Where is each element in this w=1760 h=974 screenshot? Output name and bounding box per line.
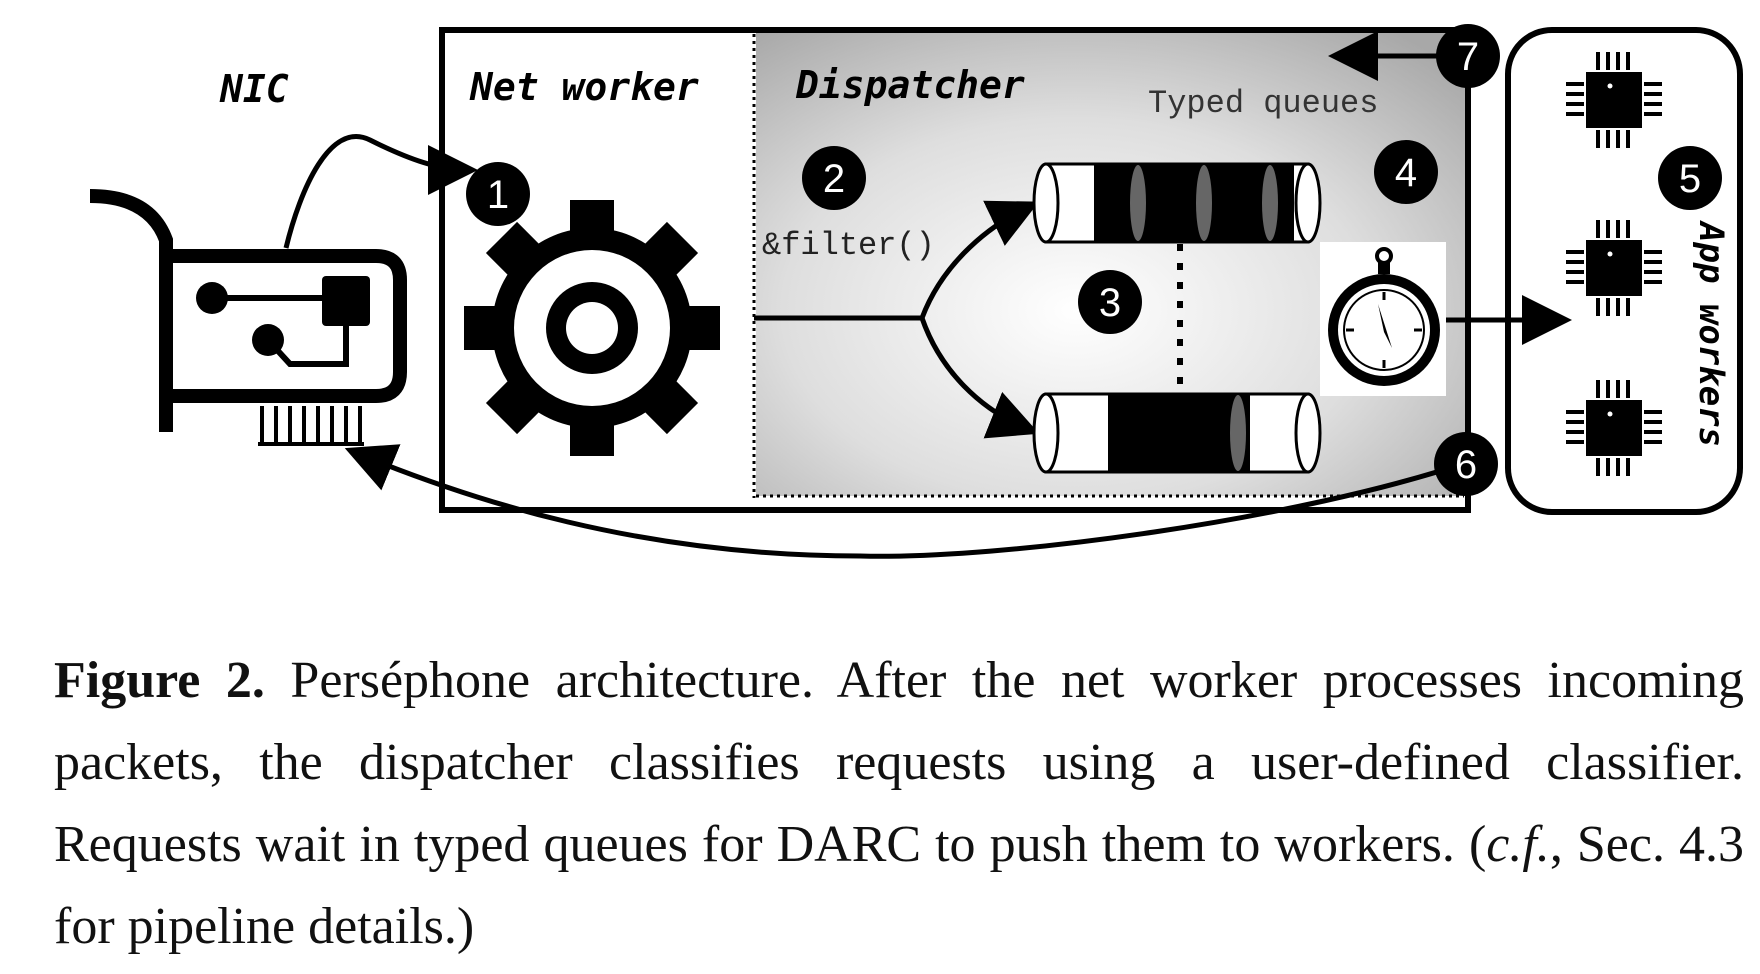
architecture-diagram: NIC Net worker Dispatcher Typed queues &… — [89, 24, 1743, 559]
step-badge-4: 4 — [1374, 140, 1438, 204]
svg-text:2: 2 — [823, 157, 845, 201]
svg-text:7: 7 — [1457, 35, 1479, 79]
caption-text-main: Perséphone architecture. After the net w… — [54, 652, 1744, 873]
app-workers-label: App workers — [1691, 220, 1731, 447]
typed-queue-top — [1032, 162, 1322, 244]
caption-text-cf: c.f. — [1486, 816, 1550, 873]
typed-queue-bottom — [1032, 392, 1322, 474]
svg-text:4: 4 — [1395, 151, 1417, 195]
nic-chip-block — [322, 276, 370, 326]
step-badge-3: 3 — [1078, 270, 1142, 334]
arrow-to-queue-top — [919, 200, 1040, 319]
typed-queues-label: Typed queues — [1148, 85, 1378, 122]
filter-label: &filter() — [762, 227, 935, 264]
stopwatch-icon — [1320, 242, 1446, 396]
figure-label: Figure 2. — [54, 652, 265, 709]
step-badge-6: 6 — [1434, 432, 1498, 496]
nic-label: NIC — [219, 67, 289, 111]
dispatcher-label: Dispatcher — [795, 63, 1025, 107]
figure-caption: Figure 2. Perséphone architecture. After… — [54, 640, 1744, 968]
step-badge-7: 7 — [1436, 24, 1500, 88]
caption-text-end: , Sec. 4.3 for pipeline details.) — [54, 816, 1744, 955]
server-box — [439, 27, 1471, 513]
net-worker-label: Net worker — [469, 65, 699, 109]
svg-text:6: 6 — [1455, 443, 1477, 487]
step-badge-5: 5 — [1658, 146, 1722, 210]
nic-node-a — [196, 282, 228, 314]
arrow-nic-to-networker — [283, 134, 478, 249]
nic-node-b — [252, 324, 284, 356]
arrow-to-queue-bottom — [919, 317, 1040, 439]
gear-icon — [464, 200, 720, 456]
arrow-response-to-nic — [344, 444, 1475, 559]
svg-text:1: 1 — [487, 173, 509, 217]
step-badge-2: 2 — [802, 146, 866, 210]
svg-text:5: 5 — [1679, 157, 1701, 201]
nic-pins — [258, 406, 364, 446]
nic-card-icon — [89, 189, 407, 432]
svg-text:3: 3 — [1099, 281, 1121, 325]
step-badge-1: 1 — [466, 162, 530, 226]
